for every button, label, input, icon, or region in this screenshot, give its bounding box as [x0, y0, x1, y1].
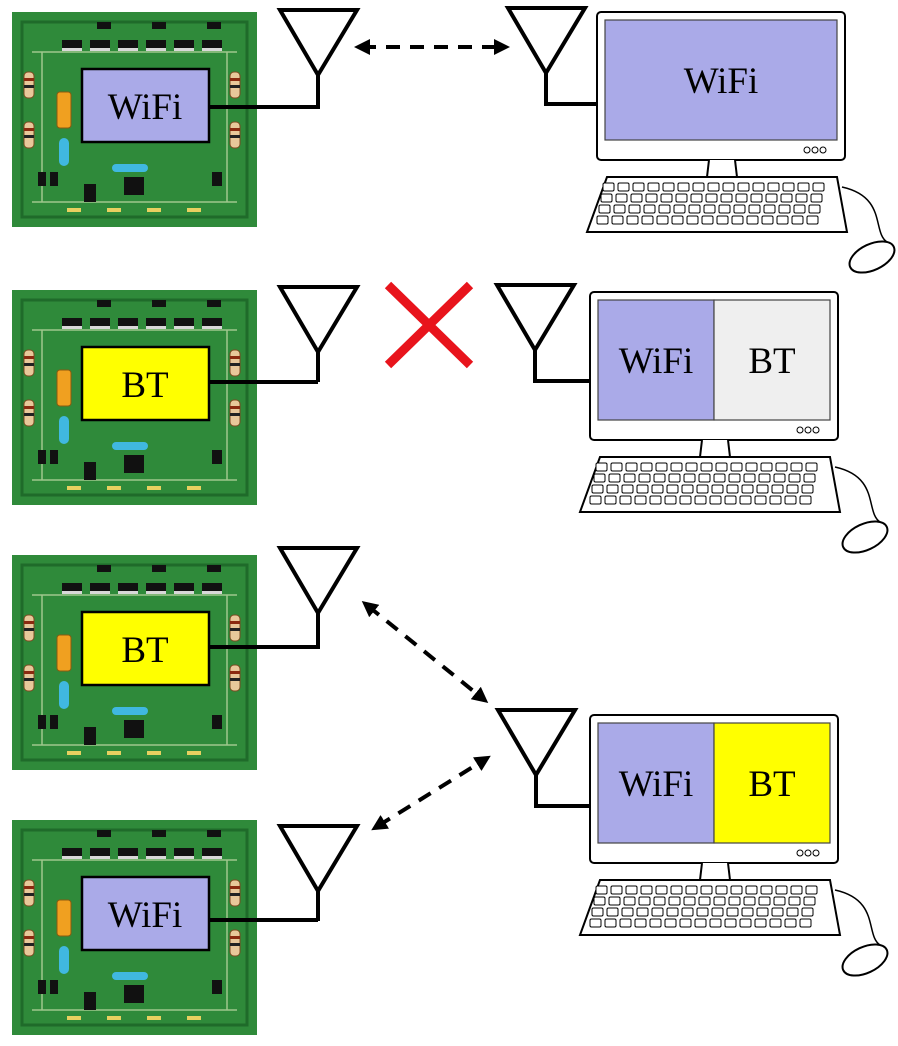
- antenna-icon: [276, 8, 361, 79]
- monitor-stand: [705, 159, 739, 178]
- blocked-cross-icon: [384, 281, 474, 369]
- screen-panel-wifi: [597, 722, 715, 844]
- mouse-cable: [834, 466, 881, 523]
- monitor-button-icon: [796, 849, 804, 857]
- monitor-button-icon: [811, 146, 819, 154]
- mouse-icon: [841, 520, 889, 554]
- monitor-button-icon: [804, 849, 812, 857]
- antenna-icon: [494, 708, 579, 779]
- monitor-button-icon: [819, 146, 827, 154]
- screen-panel-bt: [713, 722, 831, 844]
- screen-panel-wifi: [597, 299, 715, 421]
- antennas: [209, 6, 600, 922]
- screen-label: WiFi: [684, 61, 759, 102]
- circuit-board: BT: [12, 555, 257, 770]
- circuit-board: WiFi: [12, 820, 257, 1035]
- chip-label: BT: [121, 365, 168, 406]
- screen-panel-wifi: [604, 19, 838, 141]
- wifi-chip: [80, 67, 211, 144]
- antenna-wire: [209, 918, 320, 922]
- antenna-icon: [276, 546, 361, 617]
- circuit-board: BT: [12, 290, 257, 505]
- circuit-board: WiFi: [12, 12, 257, 227]
- monitor-stand: [698, 862, 732, 881]
- screen-panel-bt-off: [713, 299, 831, 421]
- wireless-links: [354, 39, 510, 831]
- antenna-wire: [209, 643, 320, 649]
- mouse-cable: [834, 889, 881, 946]
- wireless-link-arrow: [361, 600, 489, 704]
- screen-label: BT: [748, 764, 795, 805]
- antenna-wire: [544, 102, 600, 106]
- desktop-computer: WiFi BT: [578, 714, 889, 977]
- antenna-wire: [534, 804, 594, 808]
- screen-label: WiFi: [619, 764, 694, 805]
- monitor-button-icon: [804, 426, 812, 434]
- bt-chip: [80, 345, 211, 422]
- desktop-computer: WiFi: [585, 11, 896, 274]
- mouse-icon: [848, 240, 896, 274]
- monitor-button-icon: [803, 146, 811, 154]
- mouse-cable: [841, 186, 888, 243]
- screen-label: WiFi: [619, 341, 694, 382]
- screen-label: BT: [748, 341, 795, 382]
- chip-label: WiFi: [108, 895, 183, 936]
- monitor-button-icon: [812, 849, 820, 857]
- antenna-wire: [209, 105, 320, 109]
- desktop-computer: WiFi BT: [578, 291, 889, 554]
- antenna-icon: [276, 824, 361, 895]
- monitor-button-icon: [812, 426, 820, 434]
- antenna-icon: [504, 6, 589, 77]
- antenna-wire: [533, 379, 590, 383]
- wifi-chip: [80, 875, 211, 952]
- monitor-button-icon: [796, 426, 804, 434]
- chip-label: WiFi: [108, 87, 183, 128]
- monitor-stand: [698, 439, 732, 458]
- chip-label: BT: [121, 630, 168, 671]
- wireless-link-arrow: [371, 755, 491, 831]
- antenna-icon: [276, 285, 361, 356]
- mouse-icon: [841, 943, 889, 977]
- antenna-icon: [493, 283, 578, 354]
